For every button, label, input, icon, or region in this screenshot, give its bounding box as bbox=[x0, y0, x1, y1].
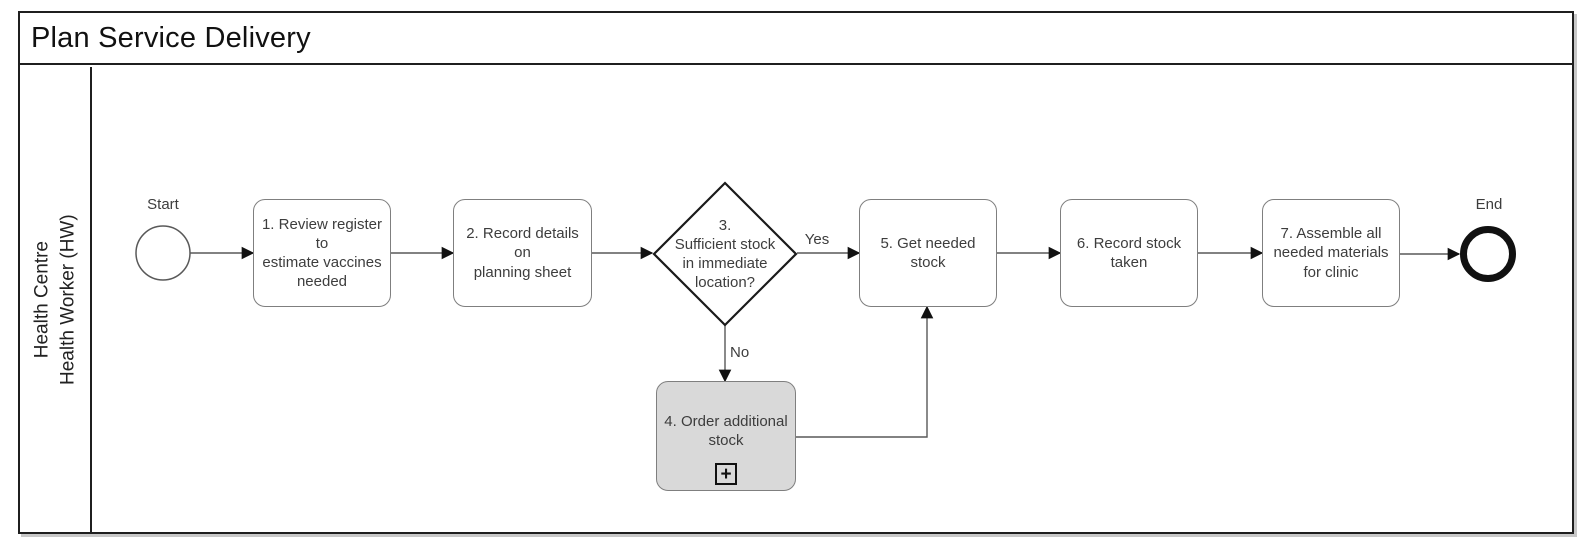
task-2-record-details: 2. Record details on planning sheet bbox=[453, 199, 592, 307]
task-6-label: 6. Record stock taken bbox=[1076, 234, 1182, 271]
task-5-label: 5. Get needed stock bbox=[880, 234, 976, 271]
task-1-label: 1. Review register to estimate vaccines … bbox=[261, 215, 383, 291]
gateway-3-label: 3. Sufficient stock in immediate locatio… bbox=[674, 216, 776, 292]
task-4-label: 4. Order additional stock bbox=[664, 412, 788, 449]
subprocess-plus-icon: + bbox=[715, 463, 737, 485]
start-event-circle bbox=[135, 225, 191, 281]
flow-task4-to-task5 bbox=[796, 305, 934, 438]
task-7-label: 7. Assemble all needed materials for cli… bbox=[1273, 225, 1389, 281]
task-1-review-register: 1. Review register to estimate vaccines … bbox=[253, 199, 391, 307]
end-event-circle bbox=[1460, 226, 1516, 282]
pool-title: Plan Service Delivery bbox=[20, 13, 1572, 65]
pool-title-text: Plan Service Delivery bbox=[31, 21, 311, 54]
task-2-label: 2. Record details on planning sheet bbox=[466, 225, 579, 281]
lane-health-centre: Health Centre Health Worker (HW) bbox=[20, 67, 92, 532]
flow-label-yes: Yes bbox=[804, 231, 830, 248]
gateway3-diamond bbox=[652, 181, 798, 327]
task-4-order-additional-stock: 4. Order additional stock + bbox=[656, 381, 796, 491]
end-event-label: End bbox=[1475, 196, 1503, 213]
flow-label-no: No bbox=[730, 344, 750, 361]
start-event-label: Start bbox=[147, 196, 179, 213]
task-6-record-stock-taken: 6. Record stock taken bbox=[1060, 199, 1198, 307]
task-7-assemble-materials: 7. Assemble all needed materials for cli… bbox=[1262, 199, 1400, 307]
task-5-get-needed-stock: 5. Get needed stock bbox=[859, 199, 997, 307]
